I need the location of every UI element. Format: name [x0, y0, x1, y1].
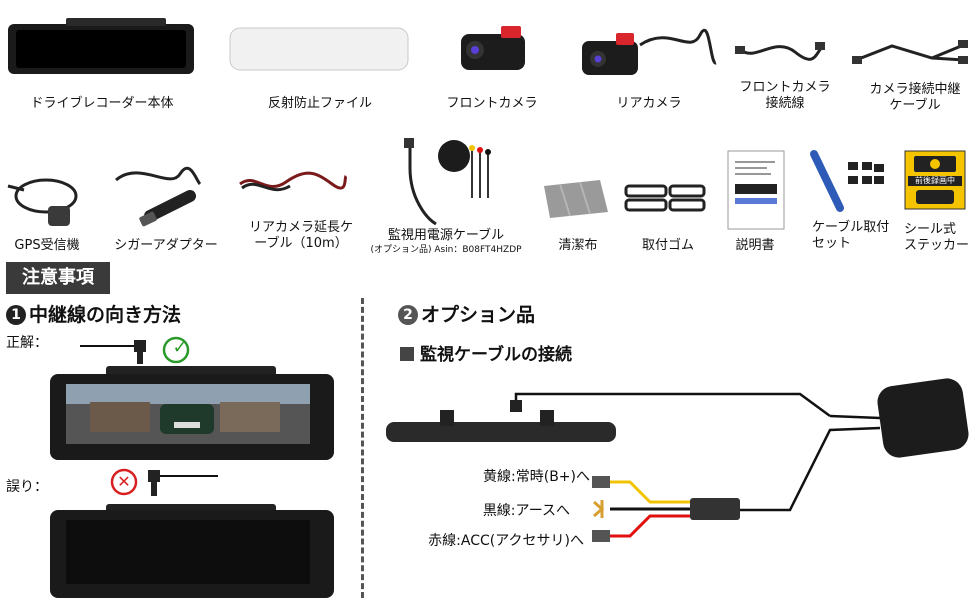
item-label-cigar: シガーアダプター — [114, 238, 218, 253]
item-label-line: ケーブル取付 — [812, 220, 890, 235]
section2-subtitle-text: 監視ケーブルの接続 — [420, 345, 572, 365]
section2-subtitle: 監視ケーブルの接続 — [400, 340, 572, 365]
item-label-gps: GPS受信機 — [14, 238, 80, 253]
item-label-clip-set: ケーブル取付 セット — [812, 220, 902, 252]
yellow-wire-label: 黄線:常時(B+)へ — [483, 469, 590, 485]
item-label-film: 反射防止ファイル — [267, 96, 372, 111]
sticker-image: 前後録画中 — [904, 150, 966, 214]
black-wire-label: 黒線:アースへ — [482, 503, 570, 519]
rear-camera-image — [580, 15, 720, 85]
item-label-line: 監視用電源ケーブル — [387, 228, 505, 243]
item-label-cloth: 清潔布 — [558, 238, 598, 253]
section2-number: 2 — [398, 305, 418, 325]
item-label-extension: リアカメラ延長ケ ーブル（10m） — [246, 220, 356, 252]
wrong-cable-image — [106, 466, 222, 510]
cleaning-cloth-image — [540, 176, 612, 226]
wrong-mirror-image — [50, 504, 334, 604]
gps-receiver-image — [6, 166, 86, 236]
item-label-sticker: シール式 ステッカー — [904, 222, 970, 254]
correct-mirror-image — [50, 366, 334, 466]
item-label-power-cable: 監視用電源ケーブル (オプション品) Asin：B08FT4HZDP — [362, 228, 530, 256]
item-label-line: フロントカメラ — [739, 80, 831, 95]
section-divider — [361, 298, 364, 598]
manual-image — [727, 150, 785, 234]
item-label-line: 接続線 — [765, 96, 805, 111]
front-camera-cable-image — [735, 32, 827, 70]
item-label-line: ステッカー — [904, 238, 970, 253]
square-icon — [400, 347, 414, 361]
item-label-relay-cable: カメラ接続中継 ケーブル — [860, 82, 970, 114]
item-label-line: ケーブル — [889, 98, 941, 113]
item-label-line: セット — [812, 236, 852, 251]
item-label-front-camera: フロントカメラ — [446, 96, 538, 111]
section1-title-text: 中継線の向き方法 — [29, 304, 182, 326]
rear-extension-cable-image — [236, 166, 348, 206]
item-label-rubber: 取付ゴム — [641, 238, 694, 253]
anti-glare-film-image — [228, 26, 410, 76]
item-label-line: ーブル（10m） — [254, 236, 348, 251]
item-label-dashcam: ドライブレコーダー本体 — [30, 96, 174, 111]
dashcam-body-image — [6, 18, 196, 80]
item-label-front-cable: フロントカメラ 接続線 — [730, 80, 840, 112]
correct-label: 正解： — [6, 335, 48, 351]
section2-title-text: オプション品 — [421, 304, 536, 326]
notes-title: 注意事項 — [6, 262, 110, 294]
sticker-text: 前後録画中 — [915, 176, 955, 185]
red-wire-label: 赤線:ACC(アクセサリ)へ — [428, 533, 584, 549]
wiring-diagram — [380, 360, 970, 604]
item-label-manual: 説明書 — [735, 238, 775, 253]
item-label-rear-camera: リアカメラ — [616, 96, 682, 111]
check-icon: ✓ — [172, 337, 188, 358]
relay-cable-image — [852, 30, 970, 74]
front-camera-image — [453, 24, 533, 78]
correct-cable-image — [80, 332, 200, 376]
section1-number: 1 — [6, 305, 26, 325]
item-label-line: カメラ接続中継 — [869, 82, 961, 97]
cable-clip-set-image — [808, 148, 888, 218]
cross-icon: ✕ — [117, 472, 131, 491]
mount-rubber-image — [624, 184, 706, 216]
cigar-adapter-image — [110, 160, 206, 240]
item-label-line: シール式 — [904, 222, 957, 237]
monitoring-power-cable-image — [396, 138, 506, 232]
item-label-sub: (オプション品) Asin：B08FT4HZDP — [370, 245, 522, 255]
wrong-label: 誤り： — [6, 479, 48, 495]
item-label-line: リアカメラ延長ケ — [248, 220, 353, 235]
